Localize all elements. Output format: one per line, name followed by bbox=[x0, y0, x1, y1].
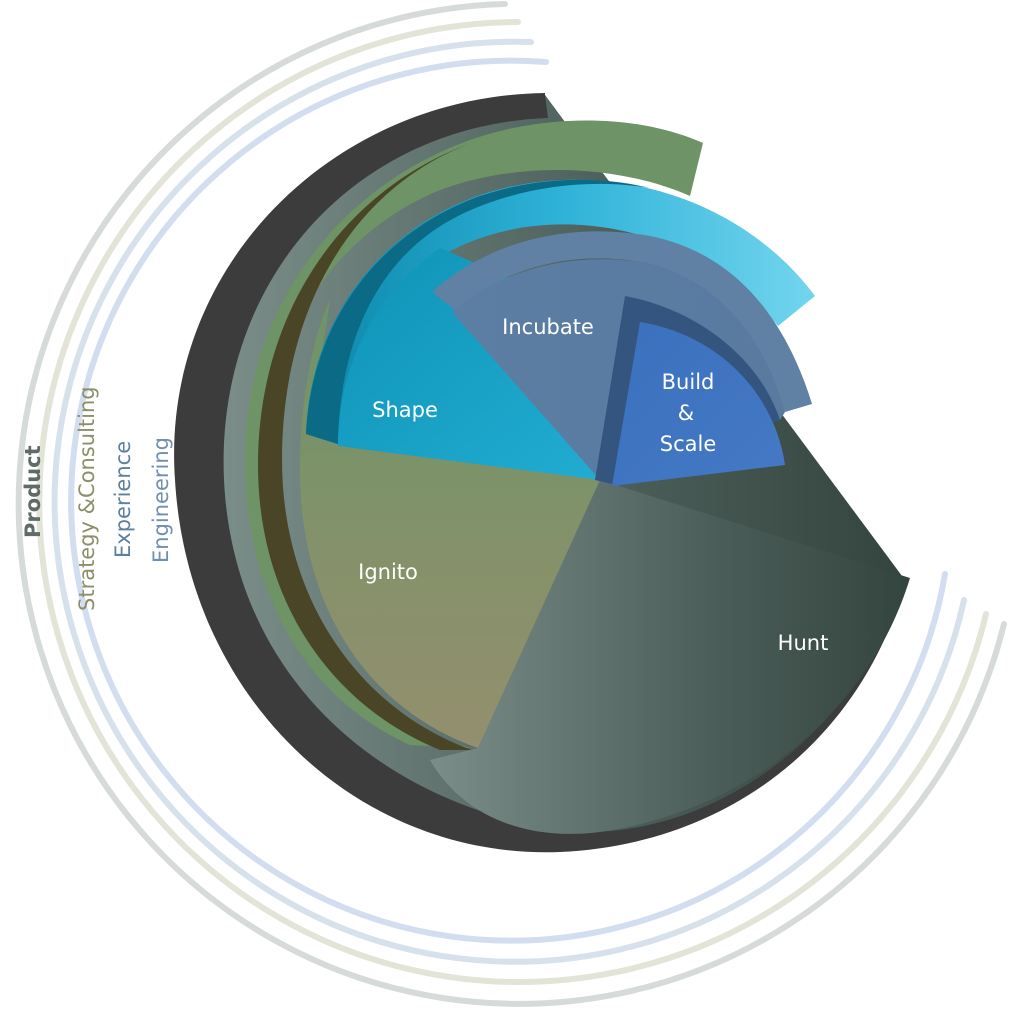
segment-hunt bbox=[430, 480, 910, 834]
ring-label-product: Product bbox=[21, 445, 45, 538]
product-ring-arc bbox=[15, 1, 1007, 1007]
segment-build-scale bbox=[612, 322, 785, 486]
shape-outer-band bbox=[306, 179, 815, 445]
ignito-outer-band bbox=[244, 120, 703, 749]
ring-label-engineering: Engineering bbox=[149, 437, 173, 563]
segment-incubate bbox=[452, 259, 785, 480]
label-shape: Shape bbox=[372, 398, 438, 422]
label-ignito: Ignito bbox=[358, 560, 418, 584]
incubate-outer-band bbox=[432, 231, 812, 412]
ring-label-experience: Experience bbox=[111, 441, 135, 558]
outer-ring-arcs bbox=[15, 1, 1007, 1007]
label-hunt: Hunt bbox=[778, 631, 829, 655]
ring-label-strategy: Strategy &Consulting bbox=[75, 386, 99, 611]
label-ampersand: & bbox=[678, 401, 694, 425]
label-scale: Scale bbox=[660, 432, 717, 456]
engineering-ring-arc bbox=[68, 57, 948, 944]
ignito-inner-shadow bbox=[258, 140, 480, 750]
experience-ring-arc bbox=[51, 38, 967, 965]
segment-ignito bbox=[300, 300, 600, 748]
label-build: Build bbox=[662, 370, 715, 394]
label-incubate: Incubate bbox=[502, 315, 594, 339]
strategy-ring-arc bbox=[36, 19, 989, 985]
